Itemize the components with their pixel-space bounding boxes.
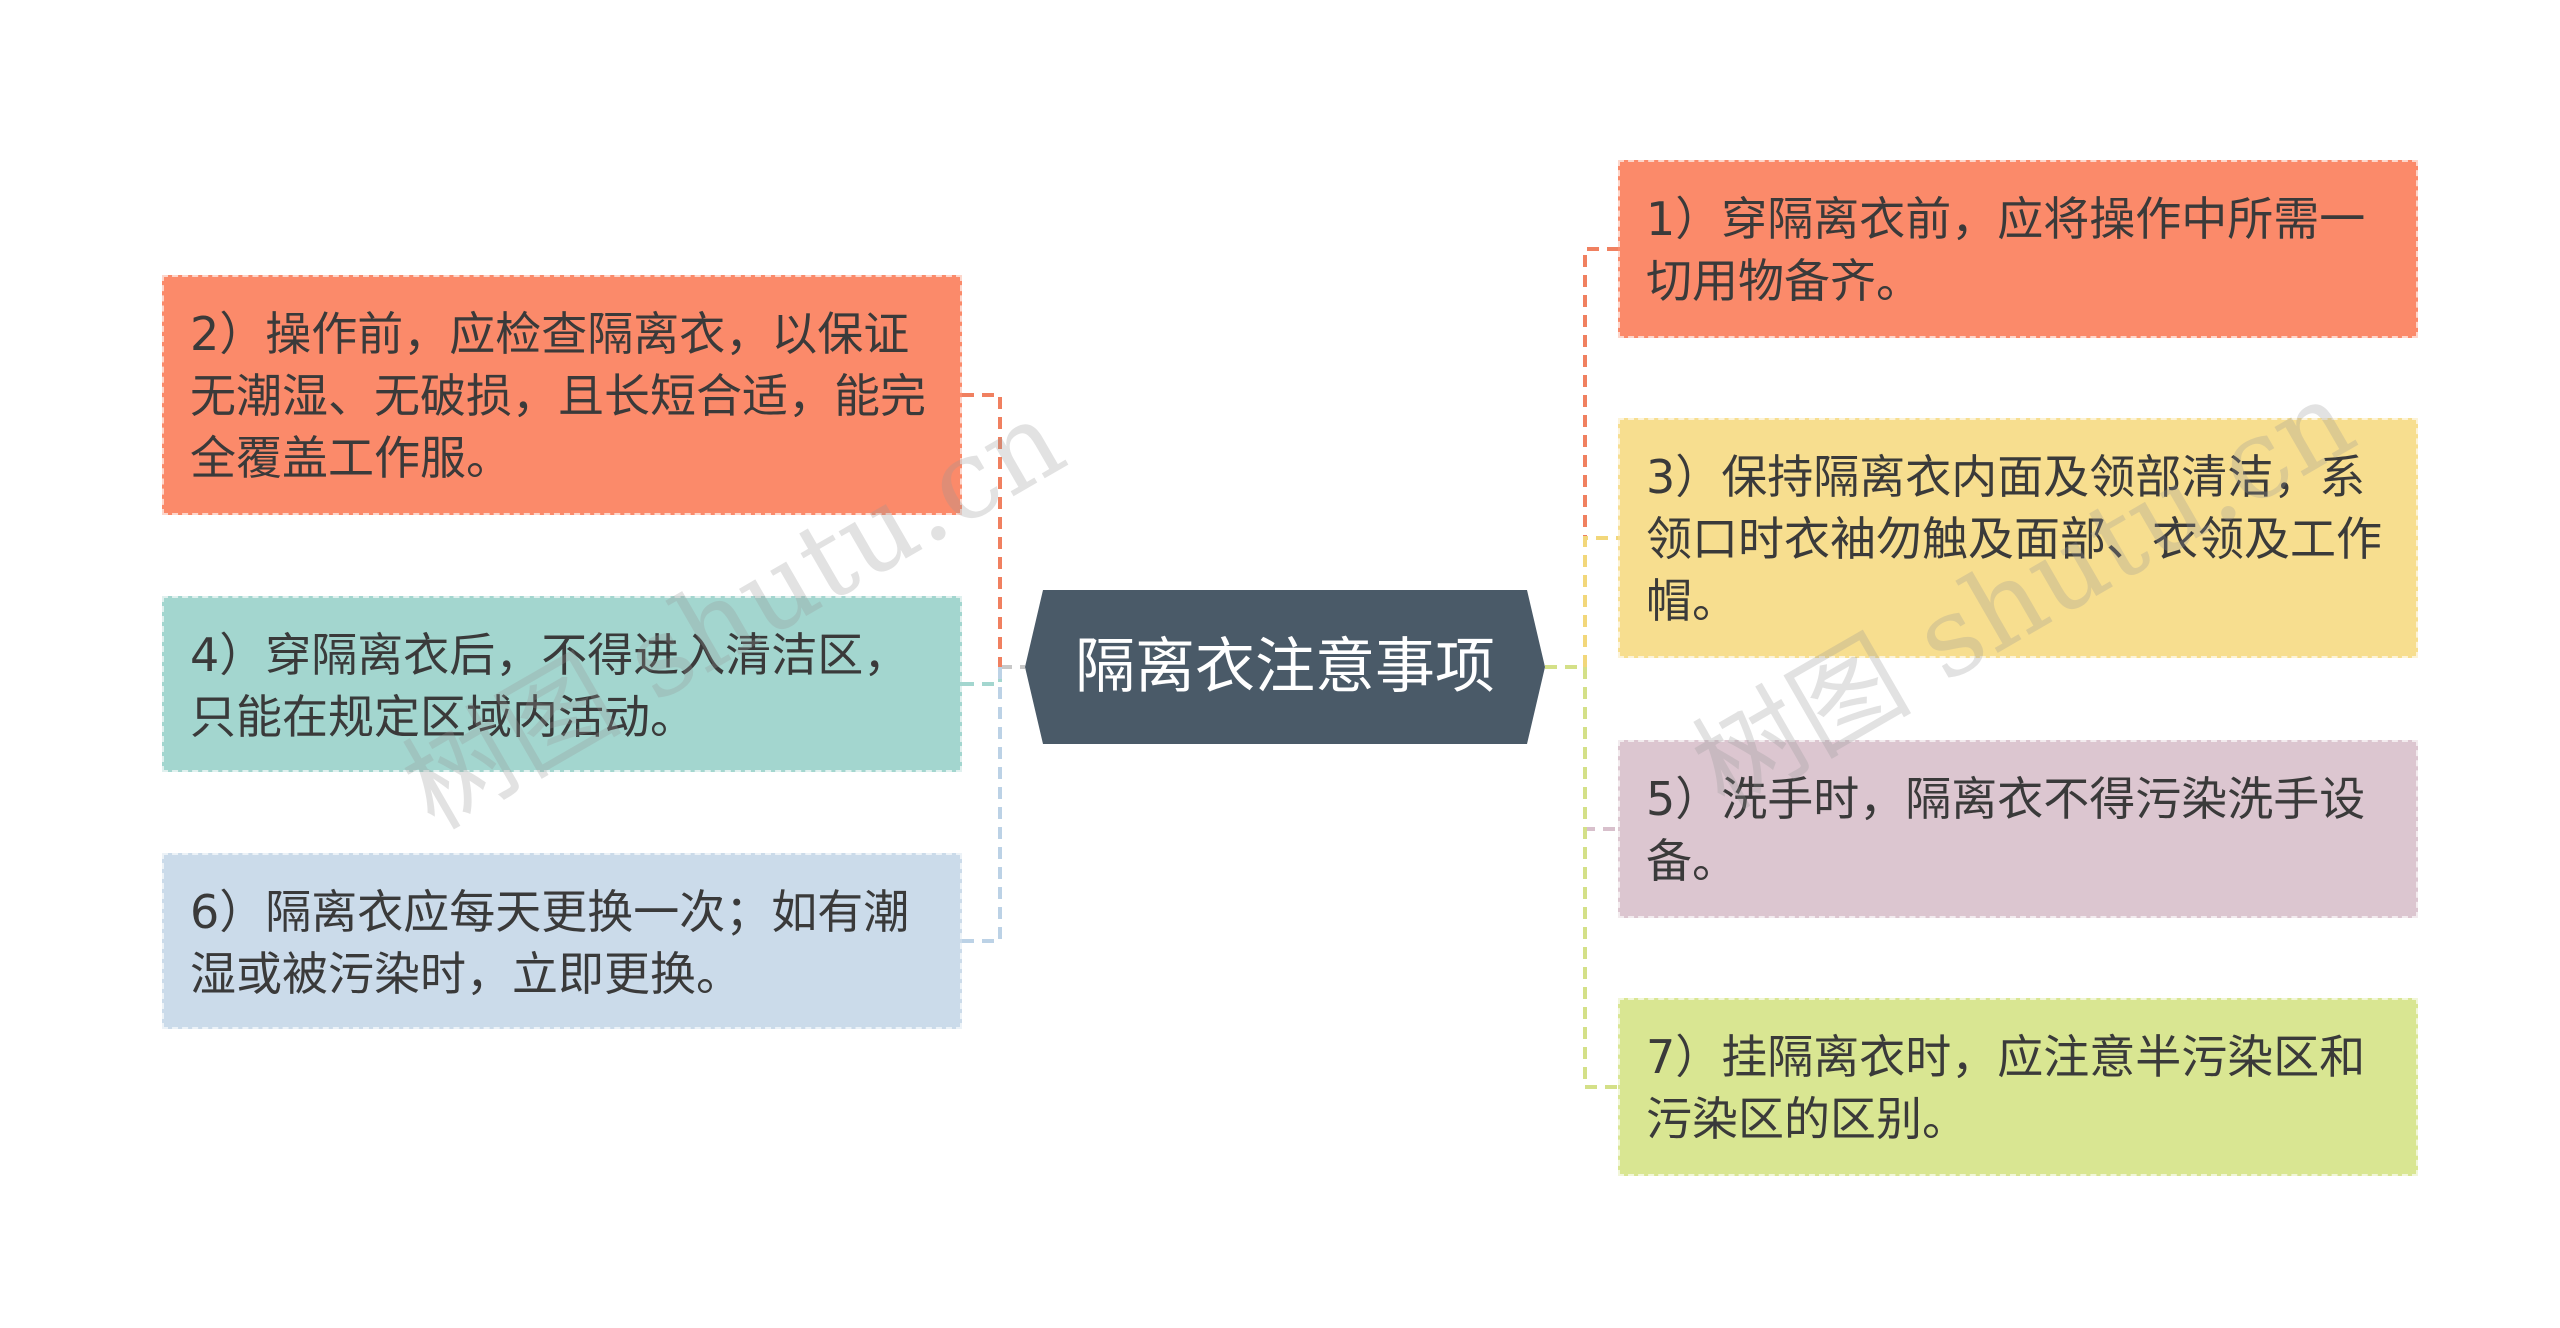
connector-line bbox=[1583, 667, 1618, 1089]
topic-text: 6）隔离衣应每天更换一次；如有潮湿或被污染时，立即更换。 bbox=[190, 885, 910, 1001]
topic-text: 3）保持隔离衣内面及领部清洁，系领口时衣袖勿触及面部、衣领及工作帽。 bbox=[1646, 450, 2382, 628]
connector-line bbox=[962, 667, 1002, 943]
central-topic-label: 隔离衣注意事项 bbox=[1075, 632, 1495, 702]
topic-node-7[interactable]: 7）挂隔离衣时，应注意半污染区和污染区的区别。 bbox=[1618, 998, 2418, 1176]
topic-text: 1）穿隔离衣前，应将操作中所需一切用物备齐。 bbox=[1646, 192, 2366, 308]
topic-text: 5）洗手时，隔离衣不得污染洗手设备。 bbox=[1646, 772, 2366, 888]
central-topic-shape bbox=[1025, 590, 1545, 744]
connector-line bbox=[1583, 247, 1618, 667]
topic-node-2[interactable]: 2）操作前，应检查隔离衣，以保证无潮湿、无破损，且长短合适，能完全覆盖工作服。 bbox=[162, 275, 962, 515]
topic-node-5[interactable]: 5）洗手时，隔离衣不得污染洗手设备。 bbox=[1618, 740, 2418, 918]
topic-node-6[interactable]: 6）隔离衣应每天更换一次；如有潮湿或被污染时，立即更换。 bbox=[162, 853, 962, 1029]
topic-node-1[interactable]: 1）穿隔离衣前，应将操作中所需一切用物备齐。 bbox=[1618, 160, 2418, 338]
topic-text: 2）操作前，应检查隔离衣，以保证无潮湿、无破损，且长短合适，能完全覆盖工作服。 bbox=[190, 307, 926, 485]
topic-text: 7）挂隔离衣时，应注意半污染区和污染区的区别。 bbox=[1646, 1030, 2366, 1146]
topic-text: 4）穿隔离衣后，不得进入清洁区，只能在规定区域内活动。 bbox=[190, 628, 910, 744]
topic-node-3[interactable]: 3）保持隔离衣内面及领部清洁，系领口时衣袖勿触及面部、衣领及工作帽。 bbox=[1618, 418, 2418, 658]
topic-node-4[interactable]: 4）穿隔离衣后，不得进入清洁区，只能在规定区域内活动。 bbox=[162, 596, 962, 772]
central-topic[interactable]: 隔离衣注意事项 bbox=[1025, 590, 1545, 744]
connector-line bbox=[962, 393, 1002, 667]
connector-line bbox=[1583, 667, 1618, 831]
connector-line bbox=[962, 667, 1002, 686]
connector-line bbox=[1583, 536, 1618, 667]
